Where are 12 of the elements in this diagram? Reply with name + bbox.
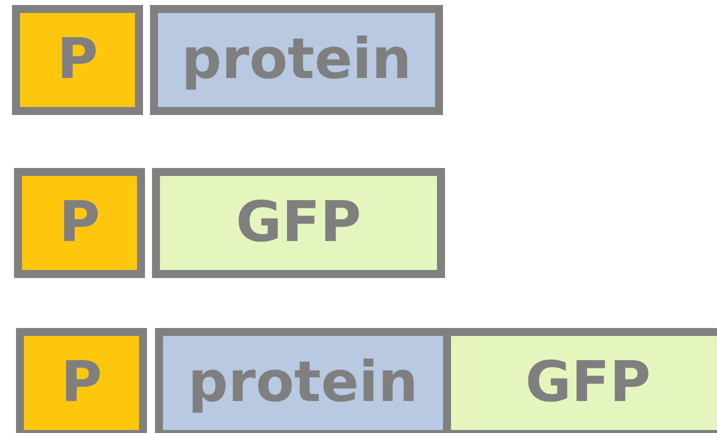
- gene-label: P: [56, 32, 98, 88]
- gene-label: protein: [188, 355, 418, 411]
- gene-label: GFP: [236, 195, 362, 251]
- gfp-box: [152, 168, 445, 278]
- gene-label: GFP: [525, 355, 651, 411]
- promoter-box: [16, 328, 147, 433]
- promoter-box: [14, 168, 145, 278]
- gene-label: P: [58, 195, 100, 251]
- gene-label: P: [60, 355, 102, 411]
- promoter-box: [12, 5, 143, 115]
- gene-label: protein: [182, 32, 412, 88]
- protein-box: [150, 5, 443, 115]
